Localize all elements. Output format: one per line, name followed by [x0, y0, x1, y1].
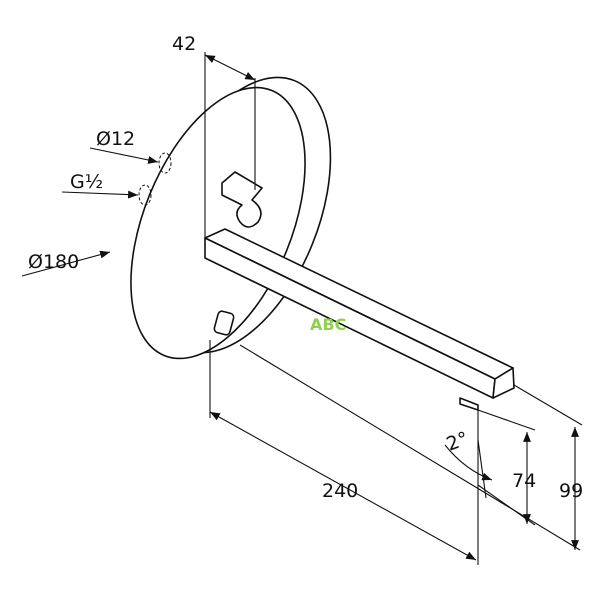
- dim-42: 42: [172, 33, 196, 55]
- thread-hole-icon: [138, 184, 152, 206]
- dim-thread: G½: [70, 171, 103, 193]
- dim-hole-diameter: Ø12: [96, 128, 135, 150]
- sensor-window: [213, 310, 235, 336]
- hole-icon: [158, 152, 172, 174]
- dim-99: 99: [559, 480, 583, 502]
- watermark: ABC: [310, 315, 346, 334]
- dim-240: 240: [322, 480, 358, 502]
- dim-disc-diameter: Ø180: [28, 251, 79, 273]
- spout: [204, 228, 515, 411]
- dim-74: 74: [512, 470, 536, 492]
- knob: [221, 171, 263, 228]
- dim-angle: 2°: [444, 428, 472, 456]
